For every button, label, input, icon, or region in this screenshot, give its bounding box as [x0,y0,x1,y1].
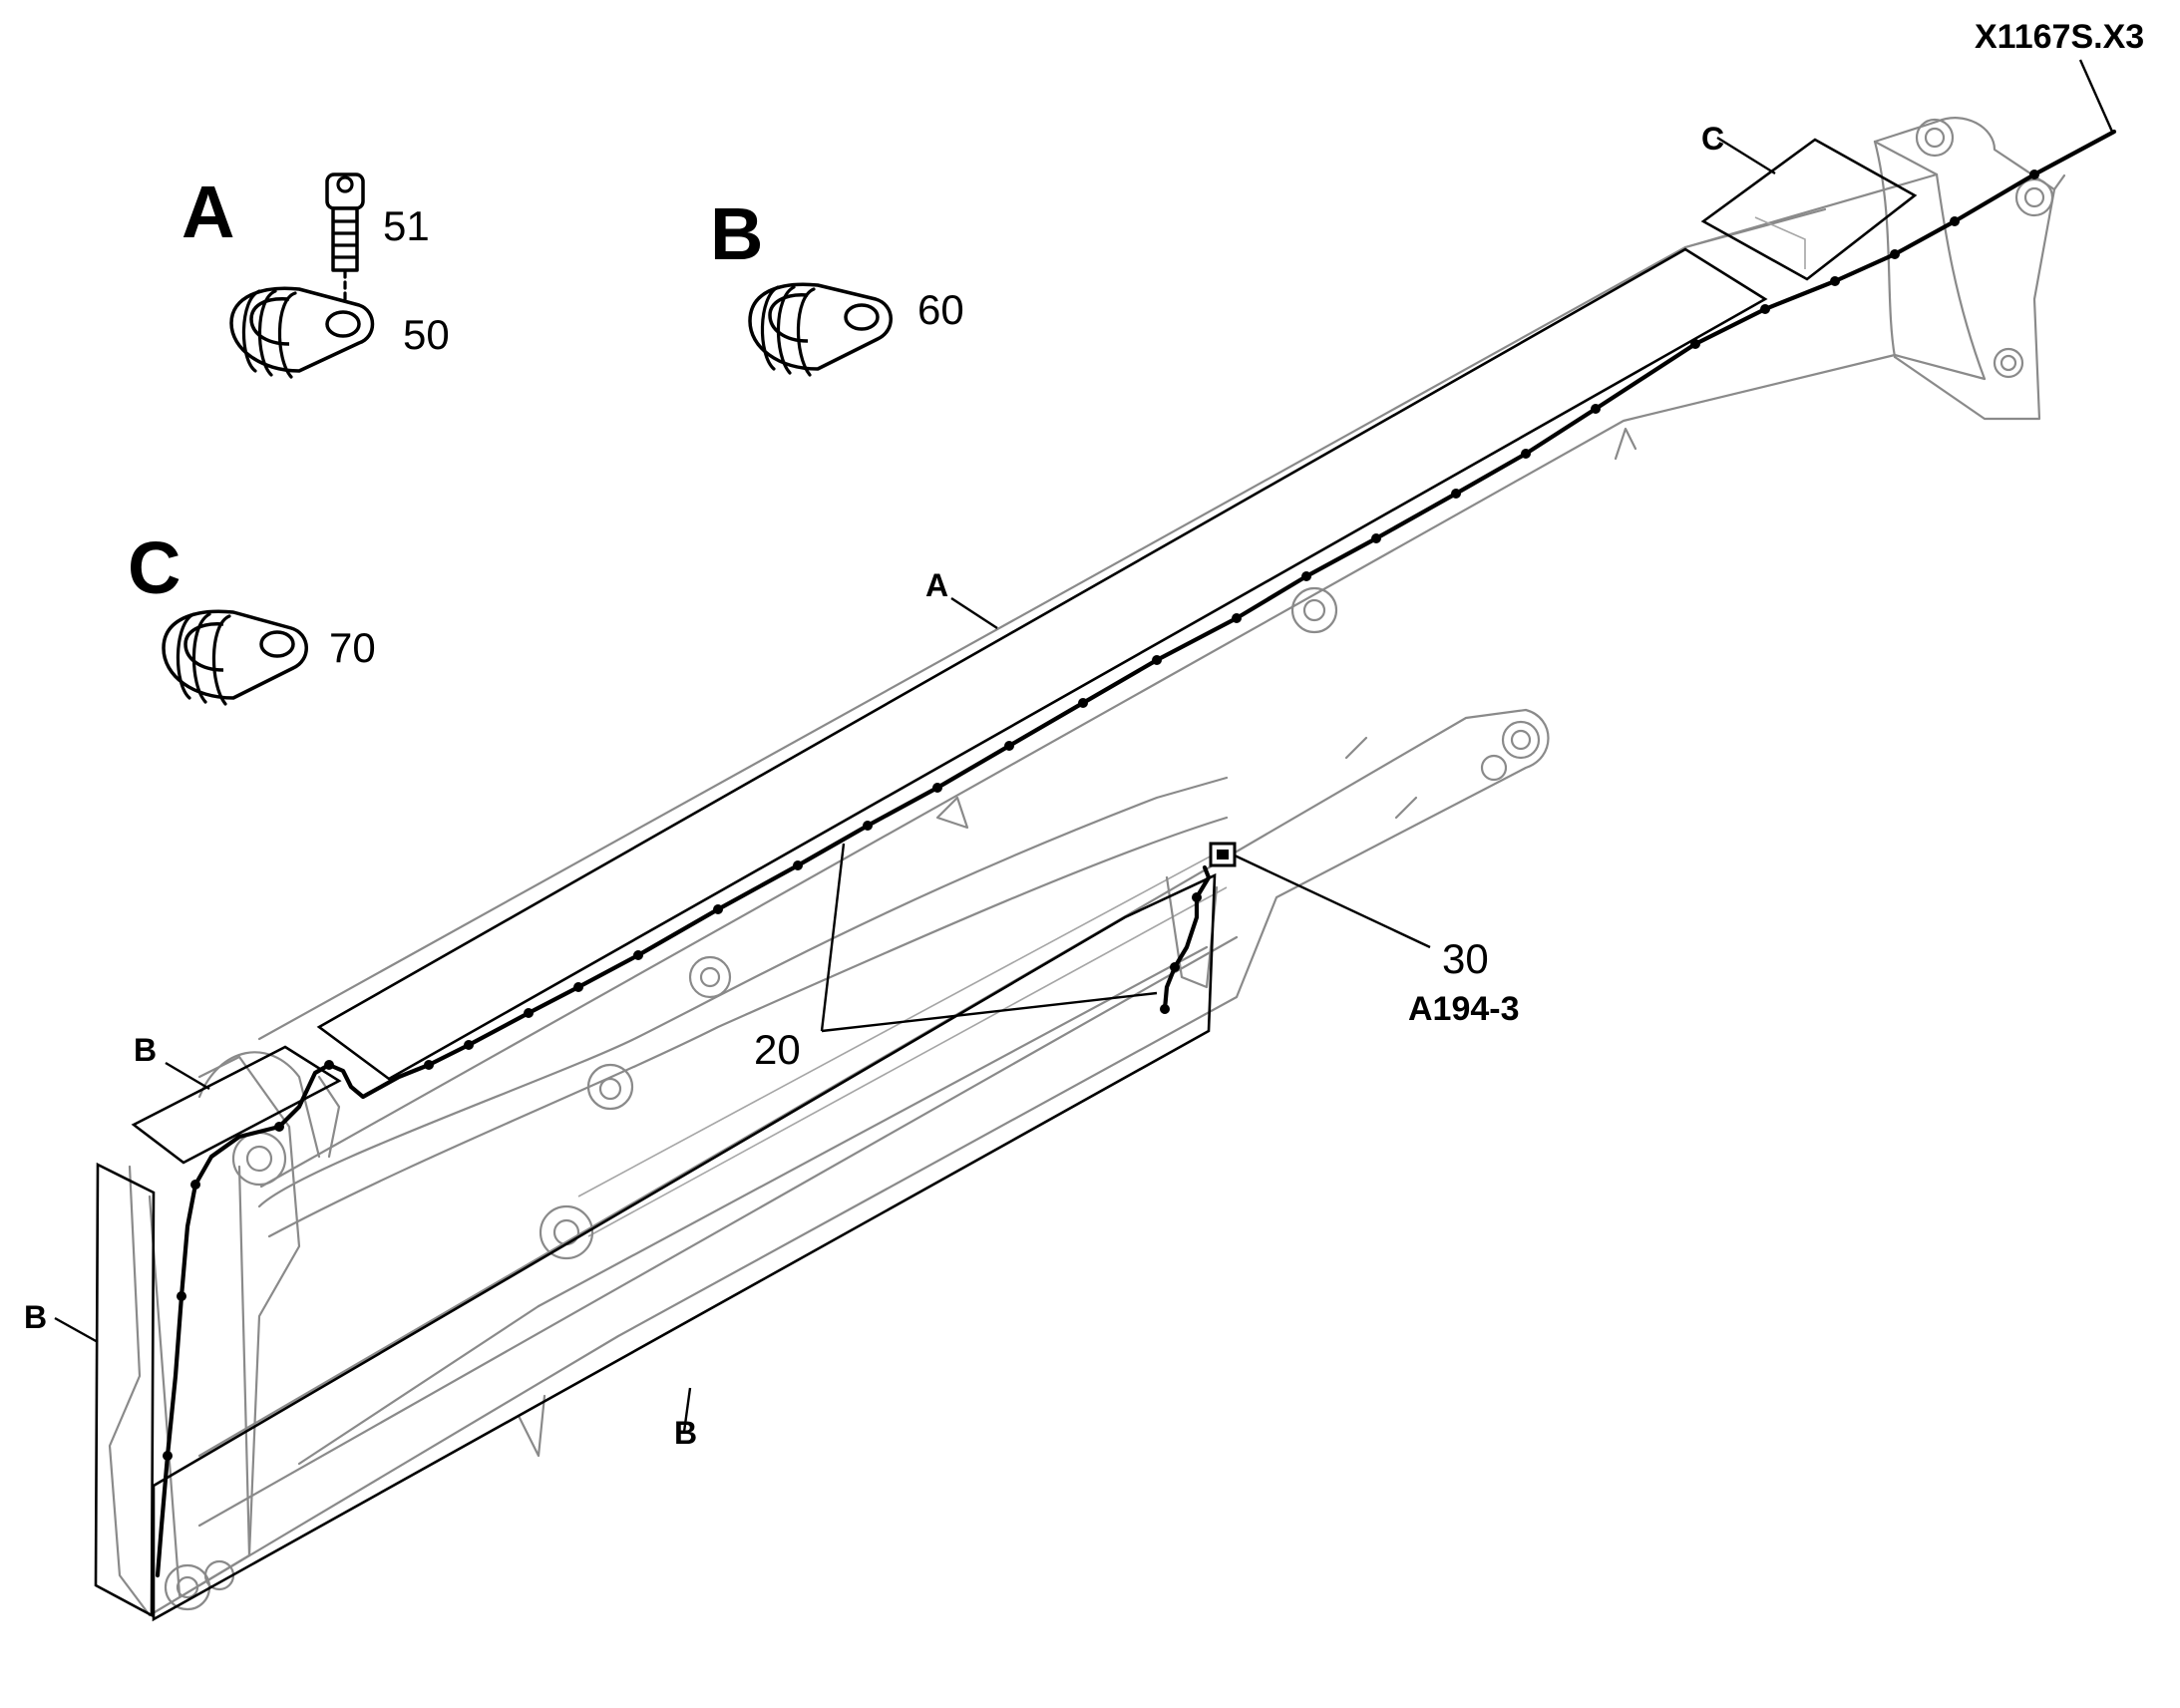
frame-b-bottom-label: B [674,1415,697,1451]
cable-harness-20 [155,129,2117,1578]
harness-20-leaders [820,843,1158,1033]
connector-30-number: 30 [1442,935,1489,982]
connector-30-code: A194-3 [1408,990,1520,1028]
connector-30-leader [1234,854,1431,949]
harness-20-number: 20 [754,1026,801,1073]
detail-view-b: B 60 [710,192,964,377]
detail-a-title: A [182,171,234,253]
clip-60-icon [748,282,893,377]
frame-a-label: A [925,567,948,603]
detail-frame-c [1700,136,1918,281]
screw-51-icon [325,172,365,319]
detail-b-title: B [710,192,763,275]
detail-frame-b-left [54,1162,156,1618]
connector-30-icon [1209,842,1237,867]
detail-view-c: C 70 [128,526,376,706]
frame-b-left-label: B [24,1299,47,1335]
connector-x-leader [2078,59,2114,133]
detail-view-a: A 51 50 [182,171,450,379]
detail-c-title: C [128,526,181,609]
frame-c-label: C [1701,121,1724,157]
screw-51-number: 51 [383,202,430,249]
clip-70-number: 70 [329,624,376,671]
detail-frame-a [316,247,1768,1081]
detail-frame-b-lower [152,872,1217,1622]
clip-50-number: 50 [403,311,450,358]
clip-60-number: 60 [917,286,964,333]
detail-frame-b-upright [131,1045,342,1165]
clip-50-icon [229,286,375,379]
clip-70-icon [162,609,308,706]
connector-x-label: X1167S.X3 [1975,18,2144,56]
frame-b-top-label: B [134,1032,157,1068]
